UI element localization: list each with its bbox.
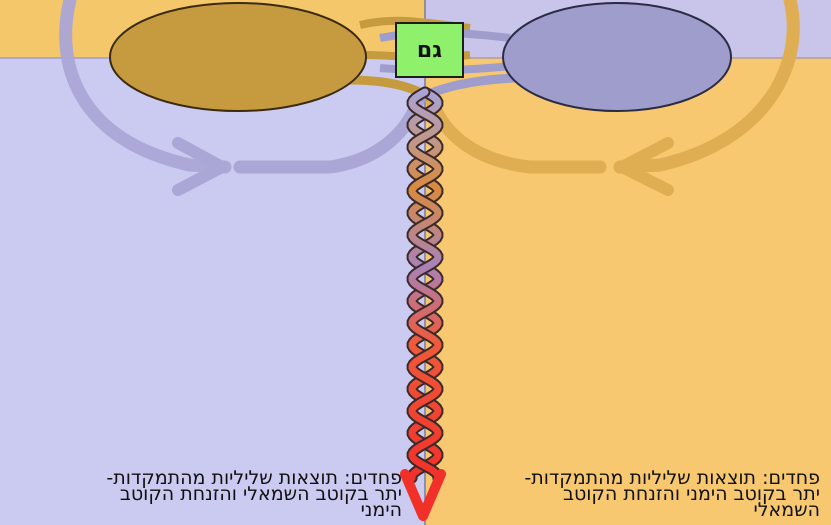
right-pole — [503, 3, 731, 111]
left-pole — [110, 3, 366, 111]
gam-box: גם — [395, 22, 464, 78]
caption-right: פחדים: תוצאות שליליות מהתמקדות- יתר בקוט… — [480, 470, 820, 518]
left-lower-panel — [0, 58, 425, 525]
right-lower-panel — [425, 58, 831, 525]
gam-label: גם — [417, 38, 442, 63]
caption-left: פחדים: תוצאות שליליות מהתמקדות- יתר בקוט… — [22, 470, 402, 518]
